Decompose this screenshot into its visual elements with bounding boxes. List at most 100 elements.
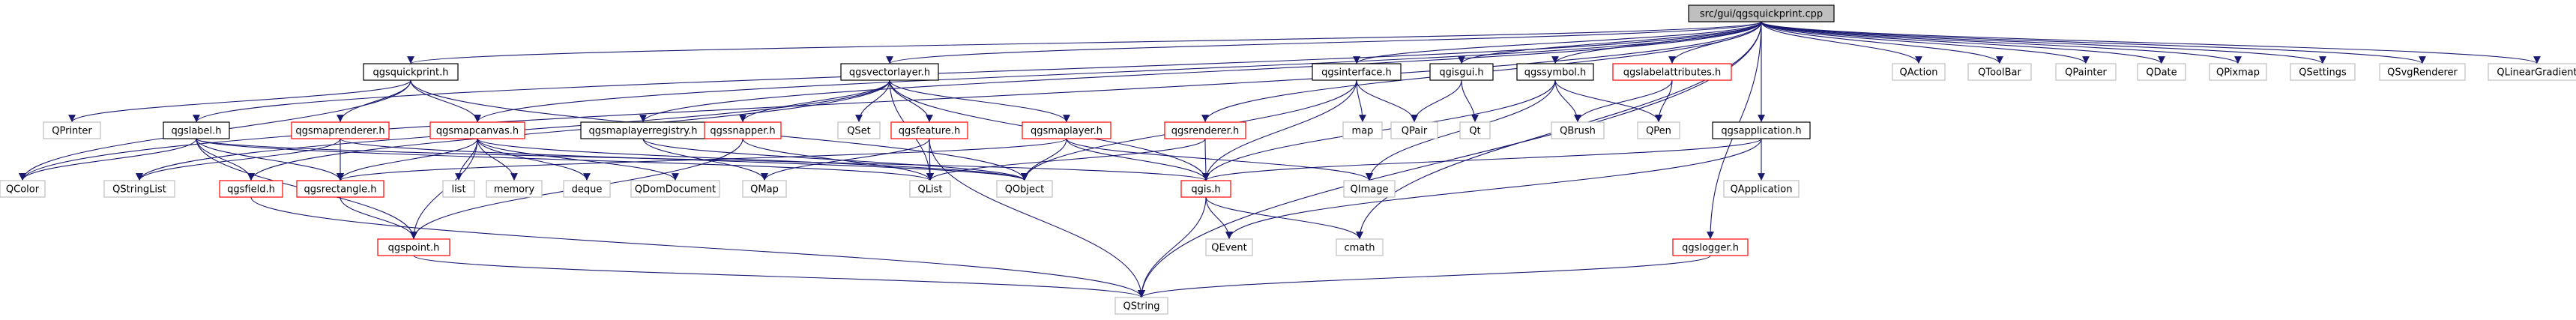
node-qgssnapper[interactable]: qgssnapper.h	[704, 121, 782, 139]
node-memory: memory	[486, 180, 543, 198]
edge-qgsapplication-to-qgis	[1202, 138, 1762, 181]
node-box	[996, 180, 1053, 198]
edge-root-to-qgsvectorlayer	[886, 21, 1762, 64]
node-box	[486, 180, 543, 198]
node-qgsvectorlayer[interactable]: qgsvectorlayer.h	[840, 63, 939, 81]
node-qpen: QPen	[1637, 121, 1680, 139]
node-box	[1688, 4, 1835, 22]
node-qgsmaprenderer[interactable]: qgsmaprenderer.h	[291, 121, 390, 139]
node-box	[563, 180, 611, 198]
node-qgssymbol[interactable]: qgssymbol.h	[1516, 63, 1594, 81]
node-label: cmath	[1344, 243, 1375, 254]
node-box	[1342, 121, 1383, 139]
node-cmath: cmath	[1336, 238, 1384, 256]
node-label: QMap	[750, 184, 779, 196]
node-label: QToolBar	[1978, 67, 2021, 79]
edge-root-to-qgsmapcanvas	[474, 21, 1762, 123]
node-label: qgsinterface.h	[1321, 67, 1392, 79]
edge-root-to-qpixmap	[1761, 21, 2242, 64]
node-box	[2055, 63, 2117, 81]
node-label: QSet	[847, 126, 871, 137]
node-label: QString	[1123, 301, 1159, 313]
node-qsvgrenderer: QSvgRenderer	[2379, 63, 2466, 81]
edge-qgsvectorlayer-to-qgssnapper	[739, 79, 890, 123]
node-qgsmaplayer[interactable]: qgsmaplayer.h	[1022, 121, 1111, 139]
edge-root-to-qgsmaplayerregistry	[639, 21, 1762, 123]
edge-qgsfeature-to-qmap	[761, 138, 930, 181]
edge-qgsapplication-to-qevent	[1225, 138, 1762, 240]
node-box	[1892, 63, 1946, 81]
node-qgsmaplayerregistry[interactable]: qgsmaplayerregistry.h	[580, 121, 706, 139]
node-qgsquickprint[interactable]: qgsquickprint.h	[363, 63, 459, 81]
node-box	[296, 180, 384, 198]
edge-qgsmaplayer-to-qimage	[1066, 138, 1373, 181]
node-label: qgsmaplayer.h	[1031, 126, 1103, 137]
node-label: QStringList	[112, 184, 166, 196]
edge-qgsmaplayer-to-qgsrectangle	[337, 138, 1067, 181]
node-label: QPrinter	[52, 126, 92, 137]
edge-qgis-to-qevent	[1205, 196, 1233, 240]
node-box	[163, 121, 230, 139]
node-box	[429, 121, 525, 139]
node-qgslogger[interactable]: qgslogger.h	[1672, 238, 1749, 256]
node-label: qgsvectorlayer.h	[849, 67, 930, 79]
node-qgslabelattributes[interactable]: qgslabelattributes.h	[1612, 63, 1732, 81]
edge-qgsvectorlayer-to-qset	[855, 79, 890, 123]
node-qgslabel[interactable]: qgslabel.h	[163, 121, 230, 139]
node-label: list	[451, 184, 465, 196]
edge-qgssymbol-to-qpen	[1554, 79, 1662, 123]
node-label: qgsrenderer.h	[1171, 126, 1239, 137]
edge-qgsmapcanvas-to-deque	[477, 138, 591, 181]
edge-qgis-to-qstring	[1138, 196, 1207, 298]
edge-qgis-to-cmath	[1205, 196, 1363, 240]
node-qgsfeature[interactable]: qgsfeature.h	[890, 121, 968, 139]
node-box	[377, 238, 450, 256]
edge-qgspoint-to-qstring	[413, 255, 1145, 298]
node-label: Qt	[1469, 126, 1480, 137]
node-qset: QSet	[837, 121, 881, 139]
node-qgisgui[interactable]: qgisgui.h	[1429, 63, 1494, 81]
node-qgis[interactable]: qgis.h	[1180, 180, 1231, 198]
node-qgsrectangle[interactable]: qgsrectangle.h	[296, 180, 384, 198]
node-qgsapplication[interactable]: qgsapplication.h	[1712, 121, 1811, 139]
node-box	[2379, 63, 2466, 81]
node-qimage: QImage	[1343, 180, 1396, 198]
node-box	[1551, 121, 1605, 139]
node-box	[1205, 238, 1253, 256]
node-box	[704, 121, 782, 139]
edge-root-to-qsvgrenderer	[1761, 21, 2426, 64]
node-qapplication: QApplication	[1723, 180, 1800, 198]
node-qgsmapcanvas[interactable]: qgsmapcanvas.h	[429, 121, 525, 139]
edge-qgsrectangle-to-qgspoint	[340, 196, 417, 240]
node-qtoolbar: QToolBar	[1967, 63, 2032, 81]
node-qevent: QEvent	[1205, 238, 1253, 256]
edge-qgsquickprint-to-qgsmaprenderer	[337, 79, 411, 123]
node-box	[2209, 63, 2267, 81]
edge-qgsmaplayer-to-qobject	[1021, 138, 1067, 181]
node-root[interactable]: src/gui/qgsquickprint.cpp	[1688, 4, 1835, 22]
node-label: qgsquickprint.h	[373, 67, 449, 79]
node-label: QApplication	[1731, 184, 1793, 196]
node-label: src/gui/qgsquickprint.cpp	[1700, 9, 1823, 20]
node-box	[840, 63, 939, 81]
node-label: qgsfield.h	[227, 184, 275, 196]
node-box	[43, 121, 101, 139]
node-box	[1516, 63, 1594, 81]
edge-qgsrenderer-to-qgis	[1202, 138, 1210, 181]
node-label: QDomDocument	[635, 184, 716, 196]
node-label: QDate	[2146, 67, 2177, 79]
node-qgspoint[interactable]: qgspoint.h	[377, 238, 450, 256]
node-qdomdocument: QDomDocument	[630, 180, 720, 198]
node-qgsfield[interactable]: qgsfield.h	[219, 180, 283, 198]
node-qmap: QMap	[742, 180, 787, 198]
node-label: qgsmapcanvas.h	[436, 126, 519, 137]
edge-qgssymbol-to-qbrush	[1554, 79, 1581, 123]
node-box	[630, 180, 720, 198]
node-label: QImage	[1351, 184, 1389, 196]
dependency-nodes: src/gui/qgsquickprint.cpp qgsquickprint.h…	[0, 4, 2576, 315]
edge-root-to-qsettings	[1761, 21, 2326, 64]
node-label: qgis.h	[1191, 184, 1220, 196]
node-qgsrenderer[interactable]: qgsrenderer.h	[1164, 121, 1246, 139]
node-qgsinterface[interactable]: qgsinterface.h	[1312, 63, 1402, 81]
